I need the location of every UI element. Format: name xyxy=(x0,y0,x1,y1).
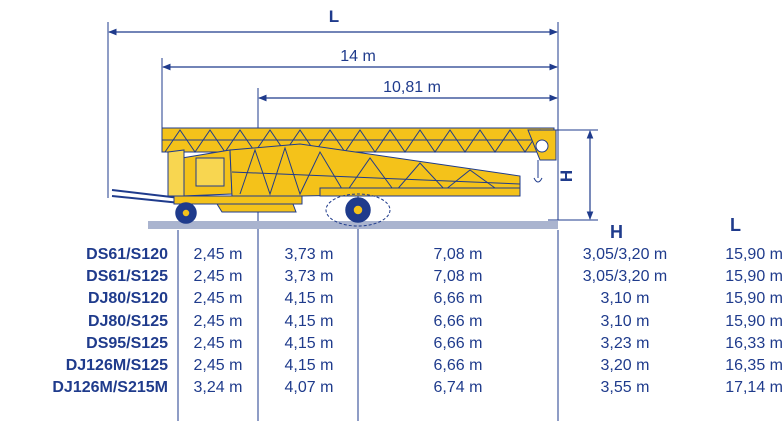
working-length-label: 10,81 m xyxy=(383,79,441,96)
dimension-c: 6,66 m xyxy=(433,312,483,330)
height-value: 3,23 m xyxy=(600,334,650,352)
dimension-a: 2,45 m xyxy=(193,290,243,308)
table-row: DS61/S120 2,45 m 3,73 m 7,08 m 3,05/3,20 m 15… xyxy=(0,246,783,265)
table-row: DJ80/S120 2,45 m 4,15 m 6,66 m 3,10 m 15,90 m xyxy=(0,290,783,309)
height-column-header: H xyxy=(610,222,623,242)
dimension-b: 3,73 m xyxy=(284,268,334,286)
model-name: DJ126M/S125 xyxy=(65,357,168,374)
model-name: DS61/S120 xyxy=(86,246,168,263)
dimension-a: 2,45 m xyxy=(193,268,243,286)
length-column-header: L xyxy=(730,215,741,235)
length-value: 16,35 m xyxy=(725,357,783,374)
total-length-label: L xyxy=(329,7,339,26)
dimension-b: 4,15 m xyxy=(284,334,334,352)
table-row: DJ126M/S125 2,45 m 4,15 m 6,66 m 3,20 m 16,35… xyxy=(0,357,783,376)
height-value: 3,05/3,20 m xyxy=(582,268,668,286)
dimension-a: 3,24 m xyxy=(193,379,243,397)
model-name: DS61/S125 xyxy=(86,268,168,286)
ground xyxy=(148,221,558,229)
height-value: 3,05/3,20 m xyxy=(582,246,668,263)
dimension-c: 6,74 m xyxy=(433,379,483,397)
dimension-b: 4,15 m xyxy=(284,357,334,374)
model-name: DS95/S125 xyxy=(86,334,168,352)
dimension-b: 4,15 m xyxy=(284,290,334,308)
table-row: DJ80/S125 2,45 m 4,15 m 6,66 m 3,10 m 15,90 m xyxy=(0,313,783,332)
length-value: 15,90 m xyxy=(725,312,783,330)
table-row: DS95/S125 2,45 m 4,15 m 6,66 m 3,23 m 16,33 m xyxy=(0,335,783,354)
jib-length-label: 14 m xyxy=(340,48,376,65)
crane xyxy=(111,127,557,213)
dimension-a: 2,45 m xyxy=(193,357,243,374)
dimension-c: 7,08 m xyxy=(433,246,483,263)
height-label: H xyxy=(557,170,576,182)
table-row: DJ126M/S215M 3,24 m 4,07 m 6,74 m 3,55 m 17,1… xyxy=(0,379,783,398)
model-name: DJ126M/S215M xyxy=(52,379,168,397)
height-value: 3,10 m xyxy=(600,312,650,330)
height-value: 3,55 m xyxy=(600,379,650,397)
wheels xyxy=(175,193,391,227)
length-value: 15,90 m xyxy=(725,246,783,263)
table-row: DS61/S125 2,45 m 3,73 m 7,08 m 3,05/3,20 m 15… xyxy=(0,268,783,287)
model-name: DJ80/S120 xyxy=(87,290,168,308)
dimension-c: 6,66 m xyxy=(433,334,483,352)
length-value: 15,90 m xyxy=(725,290,783,308)
dimension-b: 4,15 m xyxy=(284,312,334,330)
dimension-c: 6,66 m xyxy=(433,290,483,308)
length-value: 16,33 m xyxy=(725,334,783,352)
dimension-b: 4,07 m xyxy=(284,379,334,397)
dimension-b: 3,73 m xyxy=(284,246,334,263)
dimension-c: 7,08 m xyxy=(433,268,483,286)
dimension-c: 6,66 m xyxy=(433,357,483,374)
dimension-a: 2,45 m xyxy=(193,312,243,330)
length-value: 17,14 m xyxy=(725,379,783,397)
height-value: 3,20 m xyxy=(600,357,650,374)
length-value: 15,90 m xyxy=(725,268,783,286)
dimension-a: 2,45 m xyxy=(193,334,243,352)
model-name: DJ80/S125 xyxy=(87,312,168,330)
height-value: 3,10 m xyxy=(600,290,650,308)
dimension-a: 2,45 m xyxy=(193,246,243,263)
dimension-arrows xyxy=(108,28,594,220)
